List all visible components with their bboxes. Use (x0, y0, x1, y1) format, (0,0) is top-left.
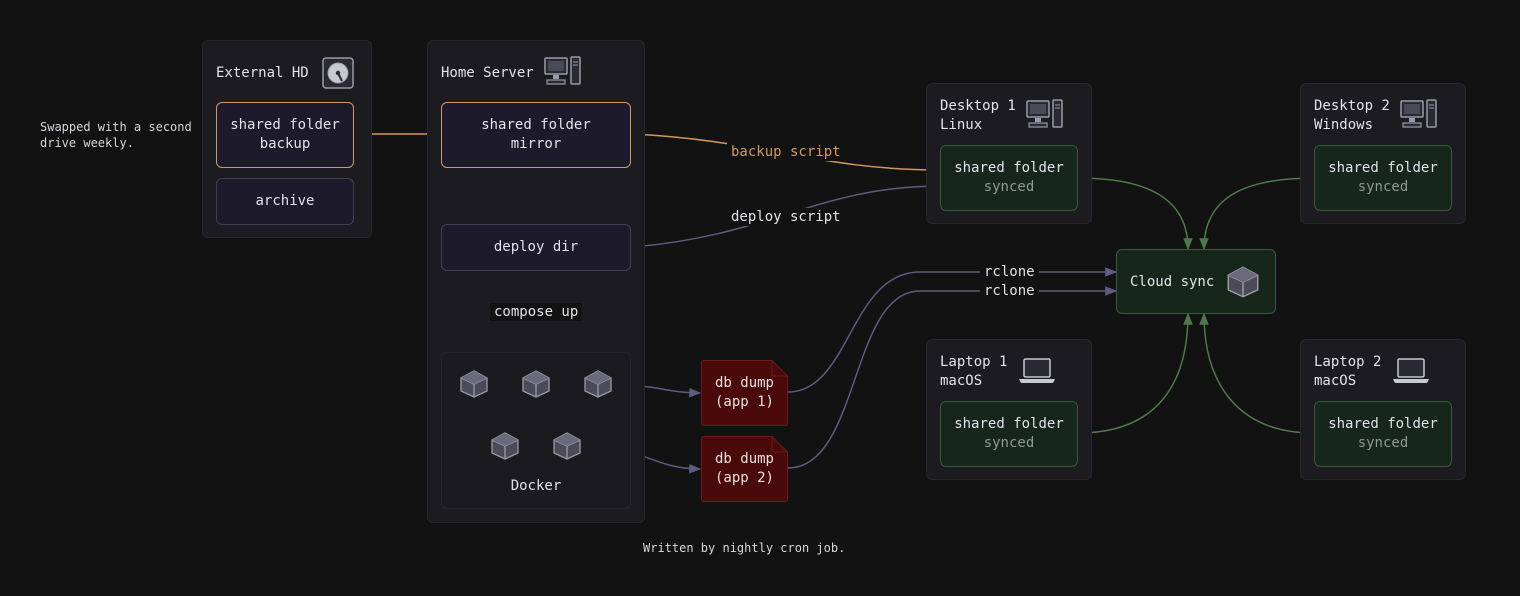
desktop1-title: Desktop 1 Linux (940, 98, 1016, 133)
desktop2-folder-label: shared folder (1328, 160, 1438, 176)
edge-rclone-1 (787, 267, 1118, 393)
desktop-computer-icon (1026, 99, 1064, 129)
desktop1-status: synced (983, 179, 1035, 195)
laptop2-status: synced (1357, 435, 1409, 451)
laptop-icon (1018, 357, 1056, 385)
note-nightly-cron: Written by nightly cron job. (643, 541, 846, 555)
deploy-dir-box[interactable]: deploy dir (441, 224, 631, 271)
desktop1-folder-label: shared folder (954, 160, 1064, 176)
laptop2-shared-folder[interactable]: shared folder synced (1314, 401, 1452, 467)
container-icon-4 (490, 431, 520, 461)
archive-box[interactable]: archive (216, 178, 354, 225)
note-swapped-weekly: Swapped with a second drive weekly. (40, 120, 192, 150)
mirror-folder-line2: mirror (510, 136, 562, 152)
db-dump-app1[interactable]: db dump (app 1) (701, 360, 788, 426)
db-dump-app1-line2: (app 1) (714, 394, 774, 410)
mirror-folder-box[interactable]: shared folder mirror (441, 102, 631, 168)
rclone-label-1: rclone (980, 263, 1039, 281)
db-dump-app2-line1: db dump (714, 451, 774, 467)
desktop2-title: Desktop 2 Windows (1314, 98, 1390, 133)
container-icon-3 (583, 369, 613, 399)
desktop2-status: synced (1357, 179, 1409, 195)
external-hd-title: External HD (216, 65, 309, 81)
cloud-sync-label: Cloud sync (1130, 274, 1215, 290)
container-icon-2 (521, 369, 551, 399)
desktop1-shared-folder[interactable]: shared folder synced (940, 145, 1078, 211)
desktop-computer-icon (544, 56, 582, 86)
docker-label: Docker (510, 478, 562, 494)
home-server-title: Home Server (441, 65, 534, 81)
archive-label: archive (255, 193, 315, 209)
mirror-folder-line1: shared folder (481, 117, 591, 133)
db-dump-app2[interactable]: db dump (app 2) (701, 436, 788, 502)
laptop2-title: Laptop 2 macOS (1314, 354, 1382, 389)
laptop2-folder-label: shared folder (1328, 416, 1438, 432)
edge-desktop1-cloud (1076, 173, 1193, 251)
deploy-script-label: deploy script (727, 208, 845, 226)
backup-script-label: backup script (727, 143, 845, 161)
cube-icon (1226, 265, 1260, 299)
backup-folder-box[interactable]: shared folder backup (216, 102, 354, 168)
laptop1-shared-folder[interactable]: shared folder synced (940, 401, 1078, 467)
deploy-dir-label: deploy dir (493, 239, 579, 255)
laptop1-status: synced (983, 435, 1035, 451)
db-dump-app2-line2: (app 2) (714, 470, 774, 486)
compose-up-label: compose up (490, 303, 583, 321)
desktop-computer-icon (1400, 99, 1438, 129)
edge-desktop2-cloud (1199, 173, 1316, 251)
container-icon-1 (459, 369, 489, 399)
backup-folder-line2: backup (259, 136, 311, 152)
backup-folder-line1: shared folder (230, 117, 340, 133)
db-dump-app1-line1: db dump (714, 375, 774, 391)
hard-drive-icon (322, 57, 354, 89)
edge-laptop2-cloud (1199, 312, 1316, 438)
laptop1-title: Laptop 1 macOS (940, 354, 1008, 389)
rclone-label-2: rclone (980, 282, 1039, 300)
edge-laptop1-cloud (1076, 312, 1193, 438)
container-icon-5 (552, 431, 582, 461)
edge-rclone-2 (787, 286, 1118, 469)
desktop2-shared-folder[interactable]: shared folder synced (1314, 145, 1452, 211)
laptop-icon (1392, 357, 1430, 385)
laptop1-folder-label: shared folder (954, 416, 1064, 432)
